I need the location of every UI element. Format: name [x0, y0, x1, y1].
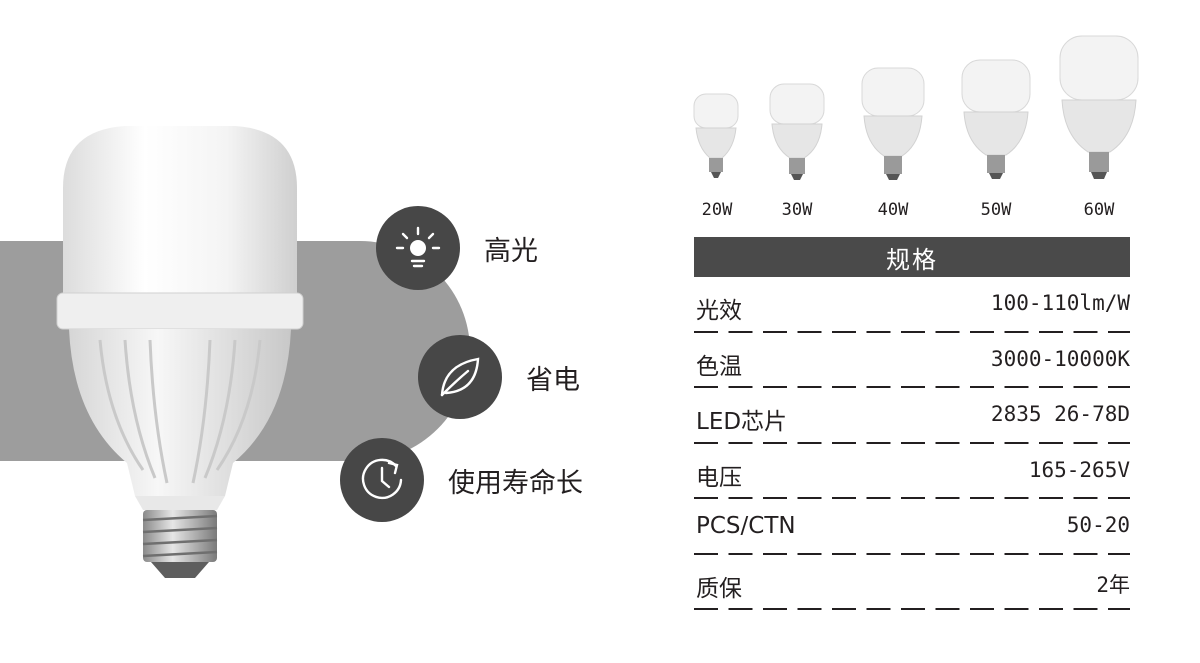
spec-value: 100-110lm/W	[990, 291, 1130, 315]
spec-row: LED芯片 2835 26-78D	[694, 390, 1130, 446]
feature-badge	[418, 335, 502, 419]
feature-high-light: 高光	[376, 206, 538, 290]
bulb-50w-image	[961, 59, 1031, 179]
feature-badge	[340, 438, 424, 522]
feature-label: 省电	[526, 364, 580, 396]
spec-row: 质保 2年	[694, 557, 1130, 613]
dashed-divider	[694, 552, 1130, 555]
feature-label: 使用寿命长	[448, 467, 583, 499]
spec-label: 电压	[696, 464, 742, 491]
variant-label: 30W	[781, 200, 813, 220]
sun-icon	[395, 226, 441, 268]
spec-value: 2835 26-78D	[990, 402, 1130, 426]
variant-row: 20W 30W 40W 50W 60W	[680, 26, 1140, 226]
feature-badge	[376, 206, 460, 290]
variant-label: 60W	[1083, 200, 1115, 220]
spec-label: 光效	[696, 298, 742, 324]
spec-row: 光效 100-110lm/W	[694, 279, 1130, 335]
feature-energy-saving: 省电	[418, 335, 580, 419]
spec-label: LED芯片	[696, 409, 788, 435]
spec-label: 质保	[696, 575, 742, 602]
dashed-divider	[694, 441, 1130, 444]
spec-value: 2年	[1096, 572, 1130, 597]
spec-value: 50-20	[1066, 513, 1130, 537]
spec-row: PCS/CTN 50-20	[694, 501, 1130, 557]
dashed-divider	[694, 497, 1130, 499]
dashed-divider	[694, 608, 1130, 610]
spec-row: 电压 165-265V	[694, 446, 1130, 502]
bulb-20w-image	[693, 93, 739, 178]
spec-label: PCS/CTN	[696, 513, 796, 539]
dashed-divider	[694, 330, 1130, 333]
bulb-30w-image	[769, 83, 825, 180]
dashed-divider	[694, 386, 1130, 388]
spec-label: 色温	[696, 353, 742, 380]
spec-value: 3000-10000K	[990, 346, 1130, 371]
spec-table: 光效 100-110lm/W 色温 3000-10000K LED芯片 2835…	[694, 279, 1130, 612]
leaf-icon	[440, 357, 480, 397]
spec-row: 色温 3000-10000K	[694, 335, 1130, 391]
spec-title: 规格	[694, 237, 1130, 277]
feature-long-life: 使用寿命长	[340, 438, 583, 522]
hero-bulb-image	[56, 126, 304, 578]
variant-label: 50W	[980, 200, 1012, 220]
feature-label: 高光	[484, 235, 538, 267]
spec-value: 165-265V	[1028, 457, 1130, 482]
variant-label: 20W	[701, 200, 733, 220]
bulb-60w-image	[1059, 35, 1139, 179]
variant-label: 40W	[877, 200, 909, 220]
clock-refresh-icon	[361, 458, 403, 500]
bulb-40w-image	[861, 67, 925, 180]
